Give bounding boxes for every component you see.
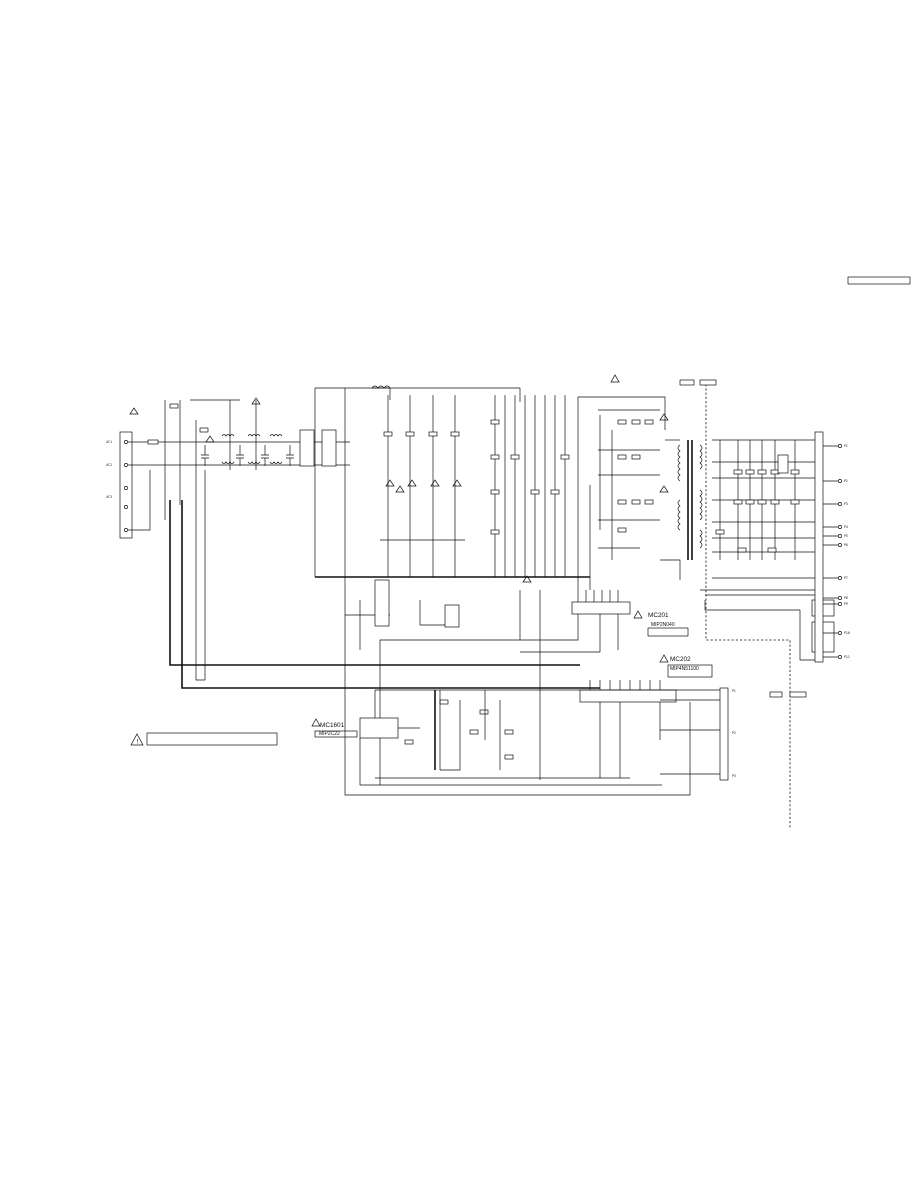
bottom-pin-3: P3 [732,774,736,778]
mc201-label-box [647,627,689,637]
isolation-boundary [705,380,791,828]
right-pin-2: P2 [844,479,848,483]
transformer-section [577,374,703,590]
note-symbol: ! [136,739,140,746]
mc1601-part: MIP2C22 [319,731,340,737]
header-box [847,276,911,285]
right-pin-10: P10 [844,631,850,635]
input-label-1: AC1 [106,440,112,444]
tag-right-a [679,379,695,386]
tag-bottom-a [769,691,783,698]
right-pin-6: P6 [844,543,848,547]
mc201-name: MC201 [648,612,669,619]
right-pin-11: P11 [844,655,850,659]
ic-mc1601: MC1601 MIP2C22 [311,689,720,786]
input-label-3: AC3 [106,495,112,499]
primary-section [314,385,590,785]
tag-right-b [699,379,717,386]
note-box: ! [130,732,278,746]
warning-icon [130,733,144,746]
mc202-part: MIP4N51100 [670,666,699,672]
right-pin-7: P7 [844,576,848,580]
mc1601-name: MC1601 [320,722,345,729]
input-section: AC1 AC2 AC3 [106,399,600,689]
ic-mc201: MC201 MIP2N040 [520,590,689,653]
mc1601-label-box [314,730,358,738]
right-pin-9: P9 [844,602,848,606]
right-pin-3: P3 [844,502,848,506]
bottom-pin-2: P2 [732,731,736,735]
ic-mc202: MC202 MIP4N51100 [579,654,713,778]
tag-bottom-b [789,691,807,698]
mc202-label-box [667,664,713,678]
right-pin-1: P1 [844,444,848,448]
output-section: P1 P2 P3 P4 P5 P6 P7 P8 P9 P10 P11 [700,431,850,663]
right-pin-4: P4 [844,525,848,529]
mc201-part: MIP2N040 [651,622,675,628]
right-pin-5: P5 [844,534,848,538]
bottom-pin-1: P1 [732,689,736,693]
right-pins [823,444,842,659]
right-pin-8: P8 [844,596,848,600]
input-label-2: AC2 [106,463,112,467]
mc202-name: MC202 [670,656,691,663]
